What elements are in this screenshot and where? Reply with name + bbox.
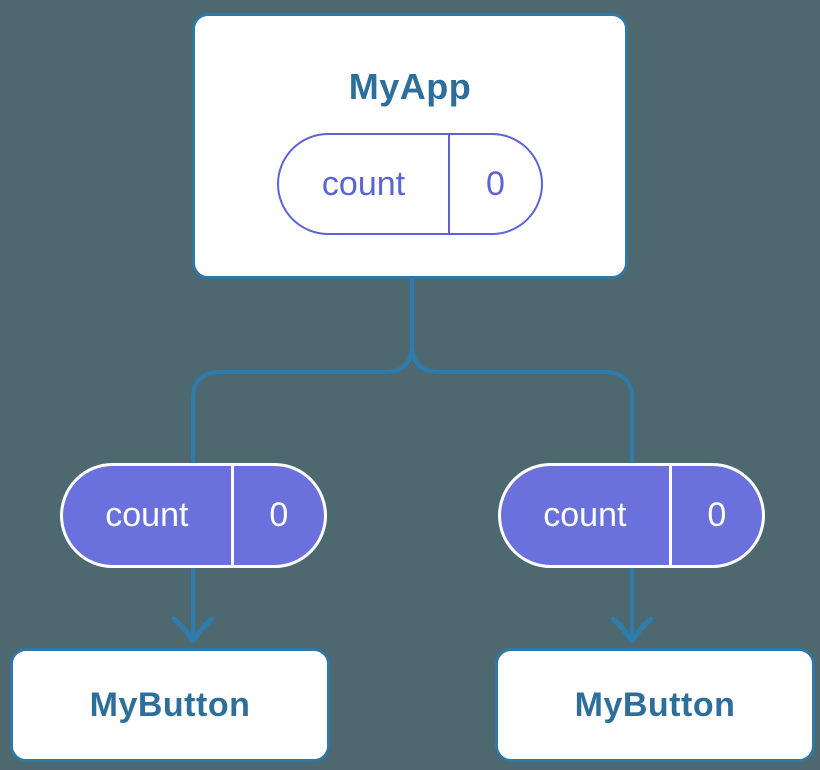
- prop-pill-label: count: [501, 466, 672, 565]
- component-title-mybutton: MyButton: [89, 685, 251, 724]
- component-card-mybutton-left: MyButton: [10, 648, 330, 762]
- prop-pill-value: 0: [269, 496, 289, 534]
- component-title-mybutton: MyButton: [574, 685, 736, 724]
- prop-pill-left: count 0: [60, 463, 327, 568]
- state-pill-myapp: count 0: [277, 133, 543, 235]
- state-pill-value: 0: [486, 164, 505, 203]
- component-card-myapp: MyApp count 0: [192, 13, 628, 279]
- component-card-mybutton-right: MyButton: [495, 648, 815, 762]
- component-title-myapp: MyApp: [348, 66, 472, 107]
- tree-connector-right: [410, 344, 634, 637]
- prop-pill-right: count 0: [498, 463, 765, 568]
- tree-connector-left: [191, 277, 414, 637]
- arrow-down-right-icon: [610, 616, 654, 644]
- arrow-down-left-icon: [171, 616, 215, 644]
- prop-pill-label: count: [63, 466, 234, 565]
- prop-pill-value: 0: [707, 496, 727, 534]
- state-pill-label: count: [279, 135, 450, 233]
